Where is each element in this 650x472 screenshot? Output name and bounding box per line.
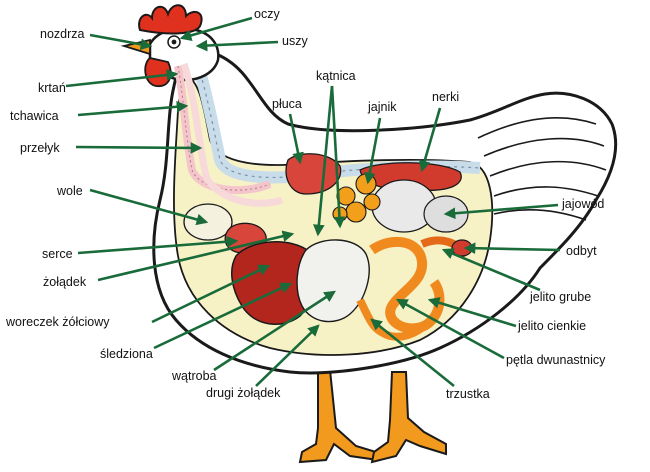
label-duodenal-loop: pętla dwunastnicy (506, 353, 606, 367)
label-ovary: jajnik (367, 100, 397, 114)
label-spleen: śledziona (100, 347, 153, 361)
label-pancreas: trzustka (446, 387, 490, 401)
label-eyes: oczy (254, 7, 280, 21)
comb (139, 5, 202, 33)
label-heart: serce (42, 247, 73, 261)
chicken-illustration (124, 5, 616, 462)
label-liver: wątroba (171, 369, 217, 383)
label-gizzard: drugi żołądek (206, 386, 281, 400)
label-crop: wole (56, 184, 83, 198)
label-vent: odbyt (566, 244, 597, 258)
label-large-intestine: jelito grube (529, 290, 591, 304)
label-kidneys: nerki (432, 90, 459, 104)
wattle (145, 58, 171, 86)
label-nostril: nozdrza (40, 27, 85, 41)
legs (300, 370, 446, 462)
label-small-intestine: jelito cienkie (517, 319, 586, 333)
label-gallbladder: woreczek żółciowy (5, 315, 110, 329)
label-caecum: kątnica (316, 69, 356, 83)
label-larynx: krtań (38, 81, 66, 95)
label-ears: uszy (282, 34, 308, 48)
label-esophagus: przełyk (20, 141, 60, 155)
label-stomach: żołądek (43, 275, 87, 289)
label-trachea: tchawica (10, 109, 59, 123)
crop (184, 204, 232, 240)
label-lungs: płuca (272, 97, 302, 111)
label-oviduct: jajowód (561, 197, 604, 211)
